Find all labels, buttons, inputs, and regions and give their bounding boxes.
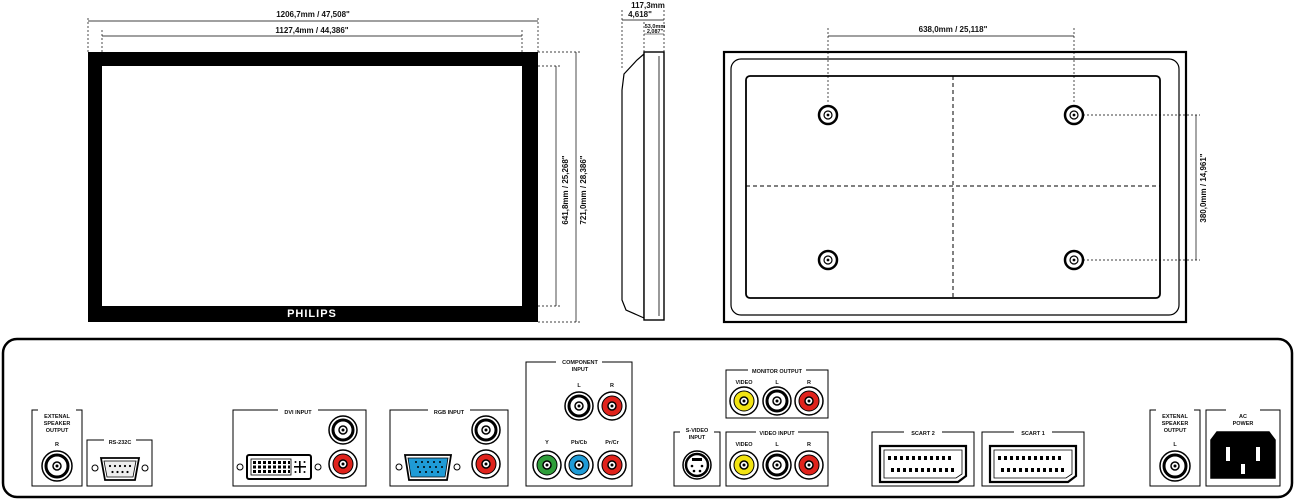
svideo-title-2: INPUT — [689, 435, 706, 441]
ext-speaker-left-title-2: SPEAKER — [44, 421, 71, 427]
side-view: 117,3mm 4,618" 53,0mm 2,087" — [621, 1, 666, 321]
dim-mount-vertical: 380,0mm / 14,961" — [1199, 153, 1208, 222]
dim-side-depth-in: 4,618" — [628, 10, 652, 19]
rca-jack-video-in-l[interactable] — [762, 450, 792, 480]
svideo-input-group: S-VIDEO INPUT — [673, 426, 721, 487]
front-screen — [102, 66, 522, 306]
scart2-port[interactable] — [878, 444, 968, 484]
video-in-l-label: L — [775, 442, 779, 448]
ext-speaker-output-left-group: EXTENAL SPEAKER OUTPUT L — [1149, 406, 1201, 487]
rca-jack-monitor-r[interactable] — [794, 386, 824, 416]
ext-speaker-right-channel: L — [1173, 442, 1177, 448]
scart2-group: SCART 2 — [871, 428, 975, 487]
component-pb-label: Pb/Cb — [571, 440, 588, 446]
rca-jack-speaker-left[interactable] — [1159, 450, 1191, 482]
side-profile-back — [621, 52, 645, 319]
component-y-label: Y — [545, 440, 549, 446]
component-pr-label: Pr/Cr — [605, 440, 619, 446]
component-r-label: R — [610, 383, 614, 389]
dim-front-inner-width: 1127,4mm / 44,386" — [275, 26, 348, 35]
rca-jack-dvi-audio-r[interactable] — [328, 449, 358, 479]
ext-speaker-right-title-2: SPEAKER — [1162, 421, 1189, 427]
back-mount-plate — [745, 75, 1161, 299]
rca-jack-rgb-audio-r[interactable] — [471, 449, 501, 479]
rca-jack-component-r[interactable] — [597, 391, 627, 421]
dim-front-inner-height: 641,8mm / 25,268" — [561, 155, 570, 224]
component-title-1: COMPONENT — [562, 360, 598, 366]
dvi-input-group: DVI INPUT — [232, 406, 367, 487]
rca-jack-component-l[interactable] — [564, 391, 594, 421]
rca-jack-component-pb[interactable] — [564, 450, 594, 480]
rca-jack-monitor-video[interactable] — [729, 386, 759, 416]
ext-speaker-right-title-3: OUTPUT — [1164, 428, 1187, 434]
connector-panel: EXTENAL SPEAKER OUTPUT R RS-232C DVI INP… — [1, 337, 1294, 499]
dvi-input-label: DVI INPUT — [284, 410, 312, 416]
dim-front-outer-width: 1206,7mm / 47,508" — [276, 10, 350, 19]
scart2-label: SCART 2 — [911, 431, 935, 437]
ac-power-title-2: POWER — [1233, 421, 1254, 427]
mount-hole-top-left — [817, 104, 839, 126]
monitor-output-group: MONITOR OUTPUT VIDEO L R — [725, 366, 829, 419]
rca-jack-rgb-audio-l[interactable] — [471, 415, 501, 445]
dim-side-small-mm: 53,0mm — [645, 24, 666, 30]
ext-speaker-left-channel: R — [55, 442, 59, 448]
dim-mount-horizontal: 638,0mm / 25,118" — [919, 25, 988, 34]
dim-side-depth-mm: 117,3mm — [631, 1, 665, 10]
side-profile-front — [643, 51, 665, 321]
mount-hole-top-right — [1063, 104, 1085, 126]
ext-speaker-left-title-3: OUTPUT — [46, 428, 69, 434]
svideo-title-1: S-VIDEO — [686, 428, 709, 434]
video-in-r-label: R — [807, 442, 811, 448]
svideo-port[interactable] — [682, 450, 712, 480]
monitor-output-label: MONITOR OUTPUT — [752, 369, 803, 375]
dim-side-small-in: 2,087" — [647, 29, 664, 35]
monitor-l-label: L — [775, 380, 779, 386]
ac-power-socket[interactable] — [1210, 431, 1276, 479]
scart1-group: SCART 1 — [981, 428, 1085, 487]
rca-jack-speaker-right[interactable] — [41, 450, 73, 482]
component-l-label: L — [577, 383, 581, 389]
scart1-label: SCART 1 — [1021, 431, 1045, 437]
scart1-port[interactable] — [988, 444, 1078, 484]
component-input-group: COMPONENT INPUT L R Y Pb/Cb Pr/Cr — [525, 356, 633, 487]
dim-front-outer-height: 721,0mm / 28,386" — [579, 155, 588, 224]
dvi-port[interactable] — [236, 454, 322, 480]
mount-hole-bottom-left — [817, 249, 839, 271]
video-in-video-label: VIDEO — [735, 442, 753, 448]
ac-power-group: AC POWER — [1205, 406, 1281, 487]
front-view: PHILIPS 1206,7mm / 47,508" 1127,4mm / 44… — [87, 10, 588, 323]
back-view: 638,0mm / 25,118" 380,0mm / 14,961" — [722, 25, 1208, 324]
component-title-2: INPUT — [572, 367, 589, 373]
ext-speaker-left-title-1: EXTENAL — [44, 414, 70, 420]
ext-speaker-right-title-1: EXTENAL — [1162, 414, 1188, 420]
monitor-r-label: R — [807, 380, 811, 386]
video-input-label: VIDEO INPUT — [759, 431, 795, 437]
rs232c-group: RS-232C — [86, 436, 153, 487]
rca-jack-video-in-video[interactable] — [729, 450, 759, 480]
rca-jack-component-pr[interactable] — [597, 450, 627, 480]
front-brand-logo: PHILIPS — [287, 308, 337, 320]
rs232c-label: RS-232C — [109, 440, 132, 446]
video-input-group: VIDEO INPUT VIDEO L R — [725, 428, 829, 487]
rca-jack-video-in-r[interactable] — [794, 450, 824, 480]
mount-hole-bottom-right — [1063, 249, 1085, 271]
rgb-input-group: RGB INPUT — [389, 406, 509, 487]
rca-jack-dvi-audio-l[interactable] — [328, 415, 358, 445]
rgb-input-label: RGB INPUT — [434, 410, 465, 416]
ac-power-title-1: AC — [1239, 414, 1247, 420]
ext-speaker-output-right-group: EXTENAL SPEAKER OUTPUT R — [31, 406, 83, 487]
monitor-video-label: VIDEO — [735, 380, 753, 386]
rca-jack-monitor-l[interactable] — [762, 386, 792, 416]
vga-port[interactable] — [395, 454, 461, 481]
rs232c-port[interactable] — [91, 457, 149, 481]
connector-panel-frame — [1, 337, 1294, 499]
rca-jack-component-y[interactable] — [532, 450, 562, 480]
